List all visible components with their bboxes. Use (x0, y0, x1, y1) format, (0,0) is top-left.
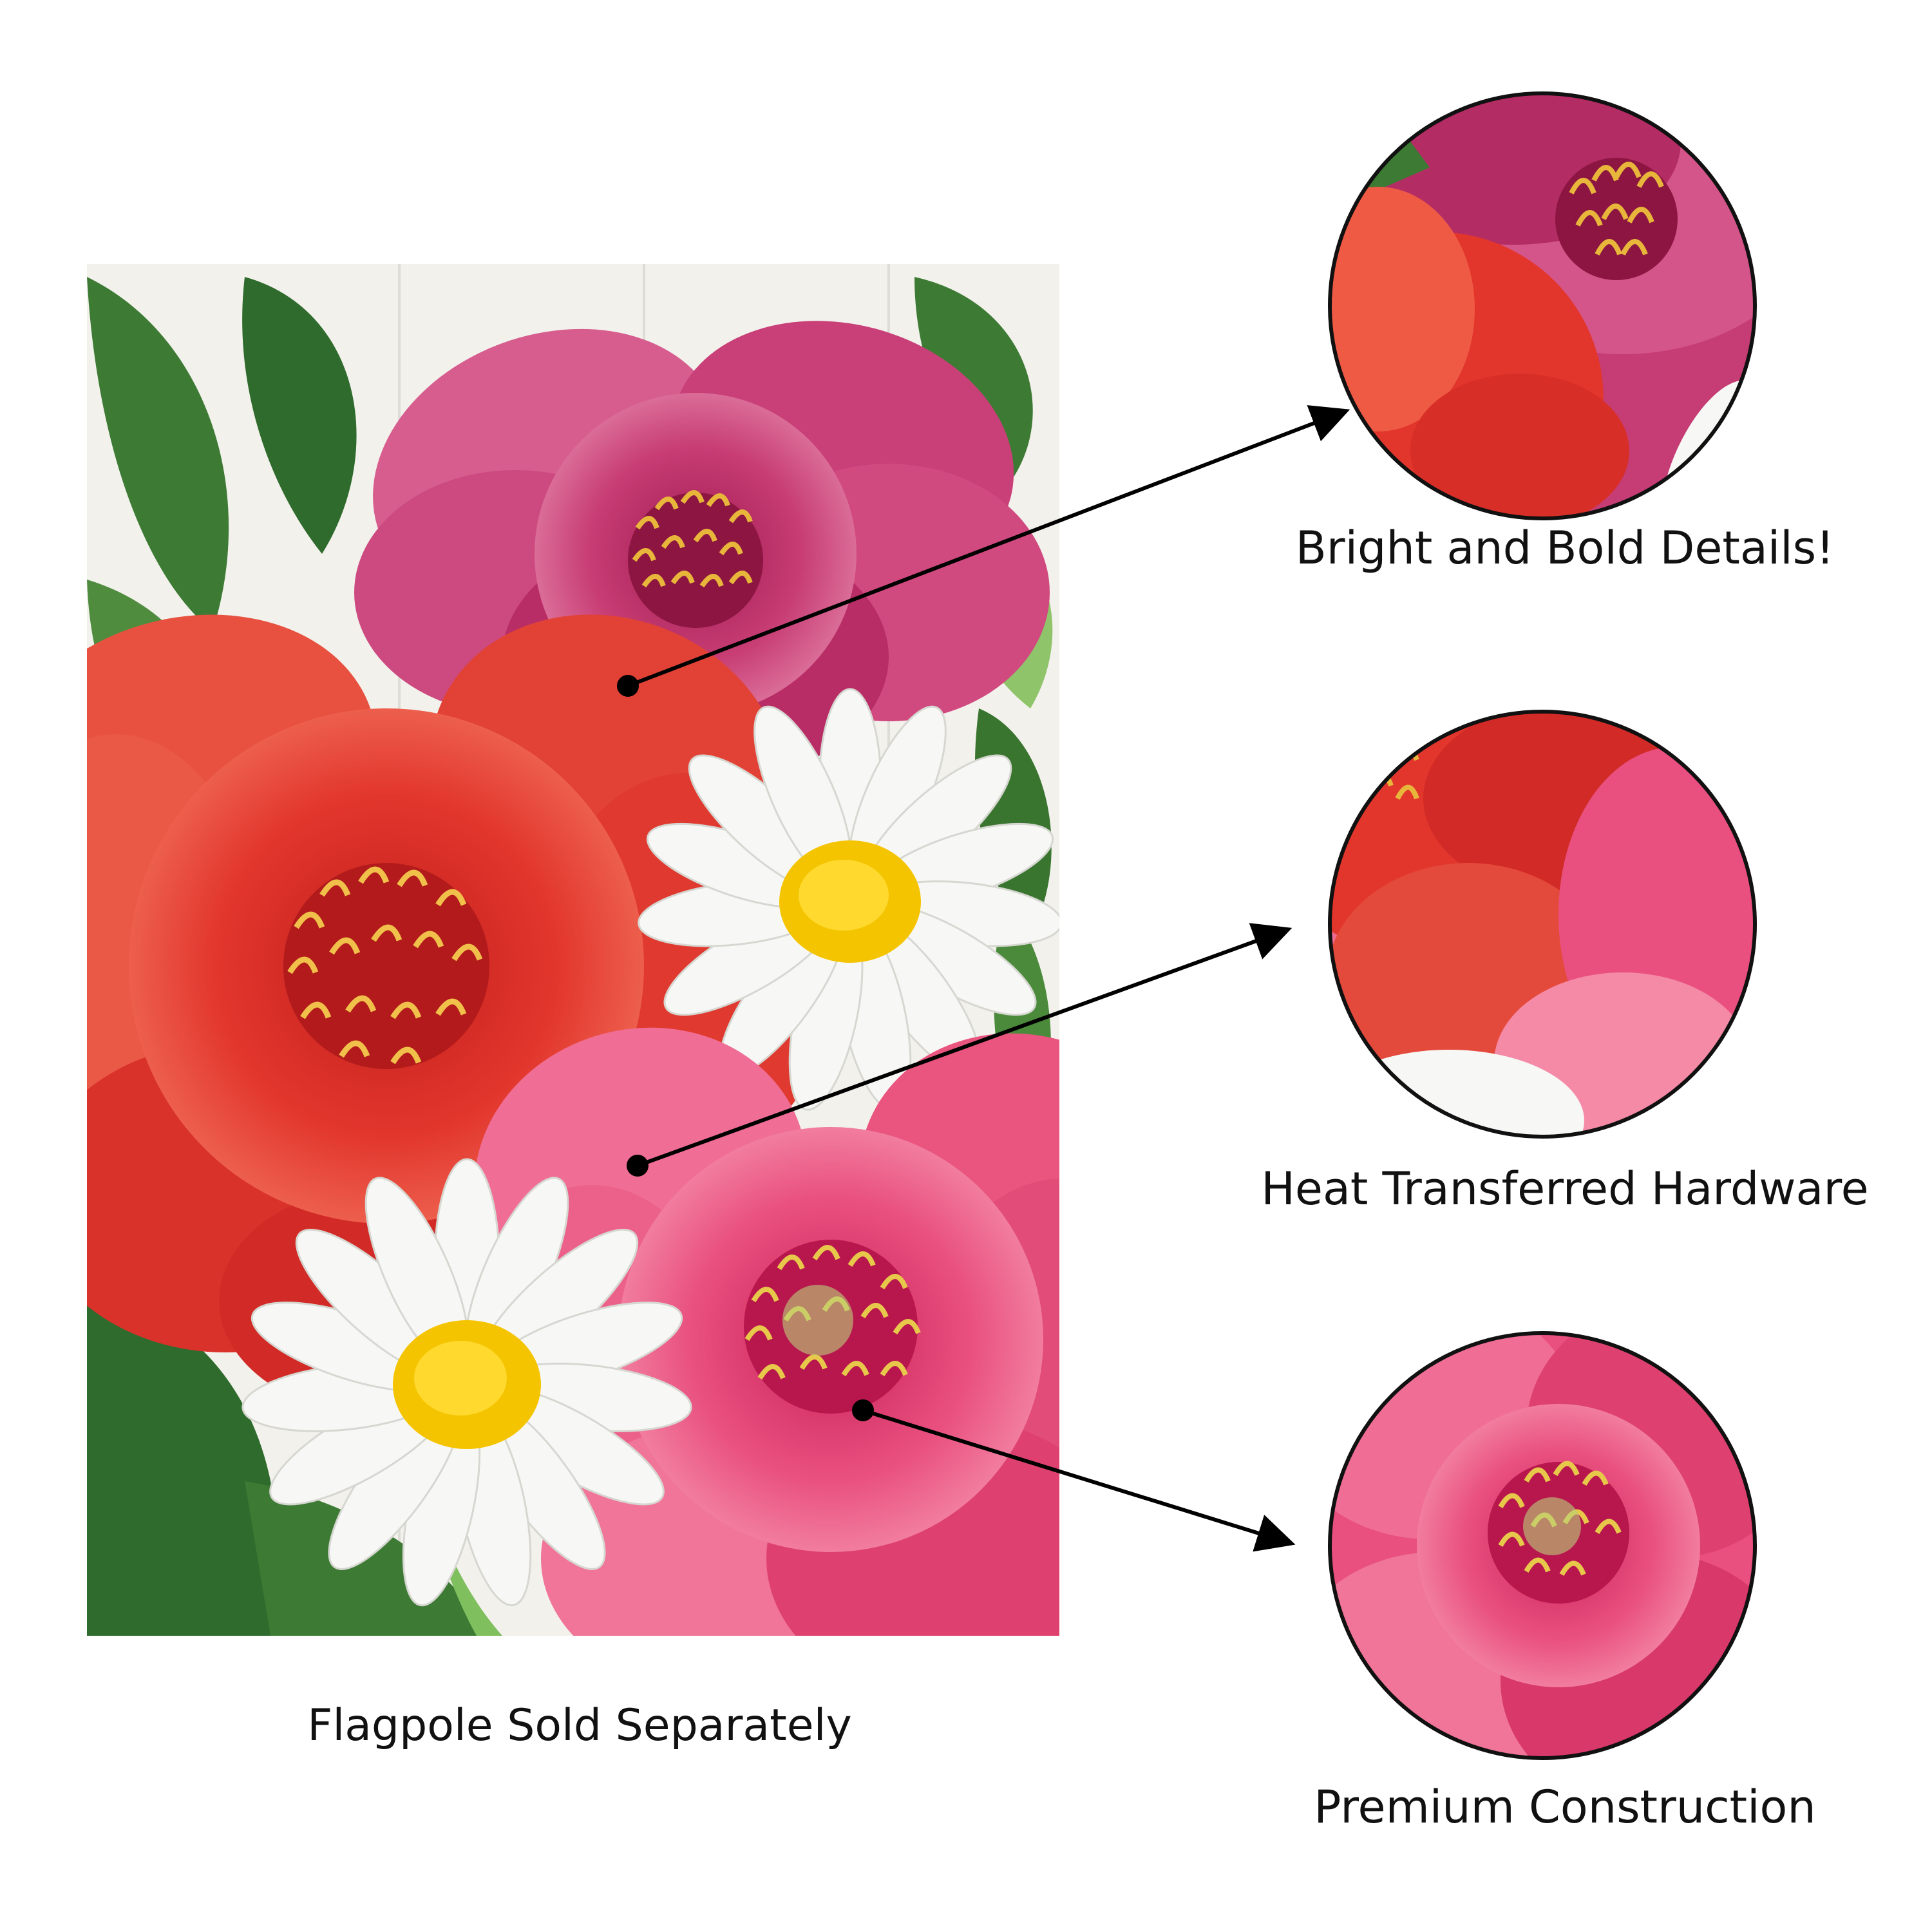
garden-flag-artwork (87, 264, 1059, 1636)
callout-arrow-1 (627, 405, 1350, 688)
callout-arrow-2 (636, 923, 1293, 1168)
callout-label-2: Heat Transferred Hardware (1261, 1162, 1869, 1215)
pink-peony (457, 1027, 1059, 1636)
white-daisy-lower (242, 1158, 692, 1607)
magnifier-circle-3 (1328, 1331, 1757, 1760)
white-daisy-upper (638, 688, 1059, 1111)
magnifier-circle-1 (1328, 91, 1757, 520)
flag-caption: Flagpole Sold Separately (307, 1700, 852, 1751)
callout-label-1: Bright and Bold Details! (1295, 522, 1835, 574)
callout-arrows (617, 405, 1350, 1552)
callout-label-3: Premium Construction (1314, 1781, 1816, 1833)
callout-arrow-3 (862, 1408, 1296, 1552)
magnifier-circle-2 (1328, 710, 1757, 1139)
